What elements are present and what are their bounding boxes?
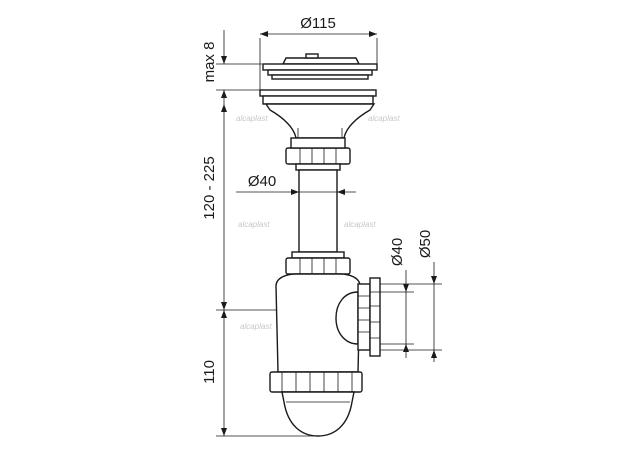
label-flange-height: max 8 xyxy=(201,42,218,83)
watermark: alcaplast xyxy=(238,220,270,229)
strainer-flange-top xyxy=(262,63,378,71)
watermark: alcaplast xyxy=(368,114,400,123)
vertical-pipe xyxy=(298,169,338,253)
label-trap-height: 110 xyxy=(201,360,218,384)
strainer-cap xyxy=(281,57,361,65)
bottom-cup xyxy=(281,391,355,437)
dimension-trap-height: 110 xyxy=(201,310,318,437)
strainer-flange-low xyxy=(271,74,369,80)
outlet-elbow xyxy=(335,291,359,345)
bottom-nut xyxy=(269,371,363,393)
label-strainer-diameter: Ø115 xyxy=(300,15,336,32)
dimension-outlet: Ø40 Ø50 xyxy=(380,230,442,362)
strainer-assembly xyxy=(259,53,378,139)
dimension-height-range: 120 - 225 xyxy=(201,104,276,311)
watermark: alcaplast xyxy=(240,322,272,331)
lower-nut xyxy=(285,251,351,275)
outlet-nut xyxy=(357,283,371,351)
trap-body xyxy=(275,273,381,373)
watermark: alcaplast xyxy=(236,114,268,123)
dimension-flange-height: max 8 xyxy=(201,30,262,104)
dimension-pipe-diameter: Ø40 xyxy=(236,173,356,195)
strainer-ring xyxy=(259,89,377,97)
upper-nut xyxy=(285,137,351,171)
strainer-funnel xyxy=(264,103,376,139)
strainer-knob xyxy=(305,53,319,59)
label-pipe-diameter: Ø40 xyxy=(248,173,276,190)
label-outlet-diameter-50: Ø50 xyxy=(417,230,434,258)
watermark: alcaplast xyxy=(344,220,376,229)
strainer-nut xyxy=(262,95,374,105)
strainer-flange-mid xyxy=(267,69,373,76)
label-height-range: 120 - 225 xyxy=(201,156,218,219)
outlet-ring xyxy=(369,277,381,357)
label-outlet-diameter-40: Ø40 xyxy=(389,238,406,266)
